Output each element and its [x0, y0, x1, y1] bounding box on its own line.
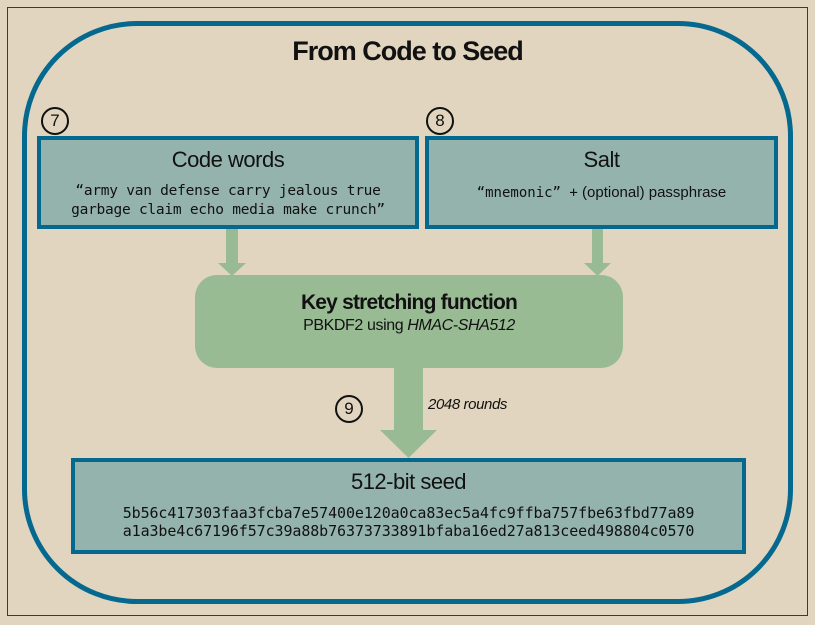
code-words-title: Code words [171, 147, 285, 172]
pbkdf2-label: PBKDF2 using [303, 317, 408, 334]
seed-title: 512-bit seed [350, 469, 467, 494]
key-stretching-title: Key stretching function [300, 291, 518, 314]
salt-title: Salt [583, 147, 620, 172]
arrow-salt-to-kdf [584, 229, 611, 276]
seed-hex-line-2: a1a3be4c67196f57c39a88b76373733891bfaba1… [122, 522, 695, 540]
diagram-title: From Code to Seed [292, 36, 524, 66]
salt-text: “mnemonic” + (optional) passphrase [429, 184, 774, 201]
code-words-box: Code words “army van defense carry jealo… [37, 136, 419, 229]
step-8-badge: 8 [426, 107, 454, 135]
seed-hex: 5b56c417303faa3fcba7e57400e120a0ca83ec5a… [75, 504, 742, 540]
arrow-kdf-to-seed [380, 367, 437, 458]
key-stretching-function-box: Key stretching function PBKDF2 using HMA… [195, 275, 623, 368]
key-stretching-subtitle: PBKDF2 using HMAC-SHA512 [195, 317, 623, 335]
salt-passphrase-label: (optional) passphrase [577, 184, 727, 201]
step-9-badge: 9 [335, 395, 363, 423]
outer-rounded-container [22, 21, 793, 604]
hmac-sha512-label: HMAC-SHA512 [407, 317, 515, 334]
code-words-line-2: garbage claim echo media make crunch” [71, 202, 385, 218]
salt-mnemonic-literal: “mnemonic” + [476, 185, 578, 201]
step-7-badge: 7 [41, 107, 69, 135]
salt-box: Salt “mnemonic” + (optional) passphrase [425, 136, 778, 229]
code-words-text: “army van defense carry jealous true gar… [41, 182, 415, 220]
seed-box: 512-bit seed 5b56c417303faa3fcba7e57400e… [71, 458, 746, 554]
code-words-line-1: “army van defense carry jealous true [75, 183, 381, 199]
rounds-label: 2048 rounds [428, 396, 508, 413]
arrow-codewords-to-kdf [218, 229, 246, 276]
seed-hex-line-1: 5b56c417303faa3fcba7e57400e120a0ca83ec5a… [122, 504, 695, 522]
figure-frame [7, 7, 808, 616]
